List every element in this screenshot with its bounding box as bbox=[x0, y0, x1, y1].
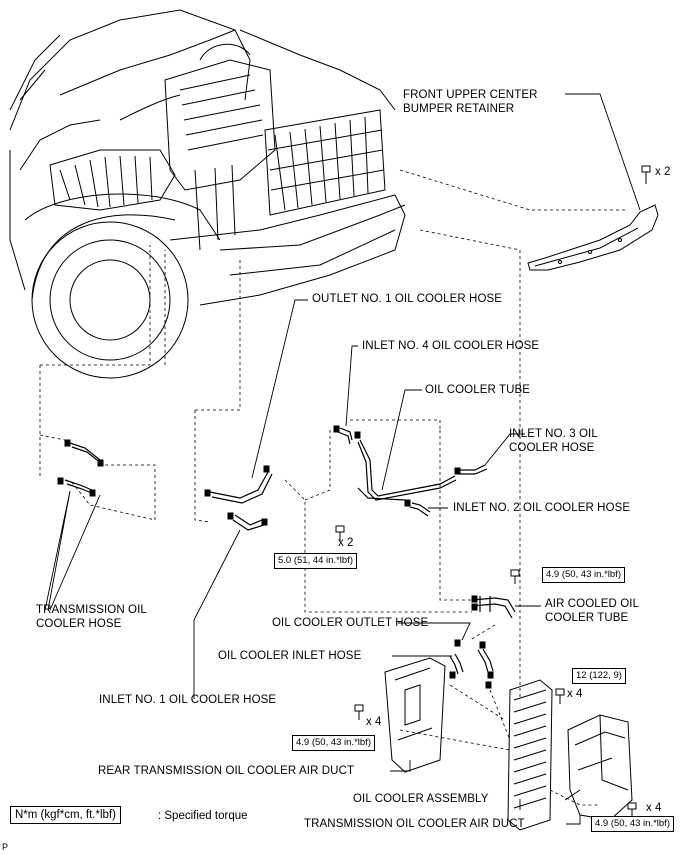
label-inlet-no2-oil-cooler-hose: INLET NO. 2 OIL COOLER HOSE bbox=[453, 502, 631, 514]
label-outlet-no1-oil-cooler-hose: OUTLET NO. 1 OIL COOLER HOSE bbox=[312, 293, 503, 305]
label-line: INLET NO. 3 OIL bbox=[509, 428, 598, 440]
label-oil-cooler-assembly: OIL COOLER ASSEMBLY bbox=[353, 793, 489, 805]
cooler-bolt-quantity: x 4 bbox=[567, 688, 583, 700]
label-line: COOLER HOSE bbox=[36, 618, 122, 630]
retainer-bolt-quantity: x 2 bbox=[655, 166, 671, 178]
corner-mark: P bbox=[2, 842, 9, 852]
label-inlet-no3-oil-cooler-hose: INLET NO. 3 OIL COOLER HOSE bbox=[509, 427, 598, 455]
label-rear-transmission-oil-cooler-air-duct: REAR TRANSMISSION OIL COOLER AIR DUCT bbox=[98, 765, 355, 777]
bolts bbox=[335, 525, 637, 818]
hose-parts bbox=[64, 427, 516, 675]
torque-box-rear-duct-bolt: 4.9 (50, 43 in.*lbf) bbox=[292, 735, 375, 751]
label-line: COOLER HOSE bbox=[509, 442, 595, 454]
label-inlet-no1-oil-cooler-hose: INLET NO. 1 OIL COOLER HOSE bbox=[99, 694, 277, 706]
label-transmission-oil-cooler-air-duct: TRANSMISSION OIL COOLER AIR DUCT bbox=[304, 818, 525, 830]
label-line: TRANSMISSION OIL bbox=[36, 604, 147, 616]
bumper-retainer-part bbox=[527, 204, 659, 271]
rear-duct-bolt-quantity: x 4 bbox=[366, 716, 382, 728]
label-line: FRONT UPPER CENTER bbox=[403, 89, 538, 101]
label-oil-cooler-outlet-hose: OIL COOLER OUTLET HOSE bbox=[272, 617, 429, 629]
label-oil-cooler-inlet-hose: OIL COOLER INLET HOSE bbox=[218, 650, 362, 662]
torque-box-cooler-bolt: 12 (122, 9) bbox=[572, 668, 626, 684]
label-line: BUMPER RETAINER bbox=[403, 103, 515, 115]
label-front-upper-center-bumper-retainer: FRONT UPPER CENTER BUMPER RETAINER bbox=[403, 88, 538, 116]
label-line: COOLER TUBE bbox=[545, 612, 629, 624]
legend-unit-box: N*m (kgf*cm, ft.*lbf) bbox=[10, 806, 121, 824]
legend-description: : Specified torque bbox=[158, 810, 248, 822]
leader-lines bbox=[44, 93, 641, 825]
label-air-cooled-oil-cooler-tube: AIR COOLED OIL COOLER TUBE bbox=[545, 597, 639, 625]
rear-air-duct-part bbox=[384, 657, 446, 773]
vehicle-front-illustration bbox=[9, 9, 406, 379]
label-inlet-no4-oil-cooler-hose: INLET NO. 4 OIL COOLER HOSE bbox=[362, 340, 540, 352]
torque-box-tube-bolt: 5.0 (51, 44 in.*lbf) bbox=[274, 553, 357, 569]
label-line: AIR COOLED OIL bbox=[545, 598, 640, 610]
label-oil-cooler-tube: OIL COOLER TUBE bbox=[425, 384, 531, 396]
front-air-duct-part bbox=[564, 714, 633, 821]
hose-clamps bbox=[57, 425, 494, 689]
oil-cooler-part bbox=[507, 679, 553, 831]
torque-box-air-cooled-tube-bolt: 4.9 (50, 43 in.*lbf) bbox=[542, 567, 625, 583]
routing-lines bbox=[39, 169, 625, 806]
torque-box-front-duct-bolt: 4.9 (50, 43 in.*lbf) bbox=[591, 816, 674, 832]
label-transmission-oil-cooler-hose: TRANSMISSION OIL COOLER HOSE bbox=[36, 603, 147, 631]
tube-bolt-quantity: x 2 bbox=[338, 537, 354, 549]
retainer-bolt bbox=[641, 165, 651, 184]
front-duct-bolt-quantity: x 4 bbox=[646, 802, 662, 814]
